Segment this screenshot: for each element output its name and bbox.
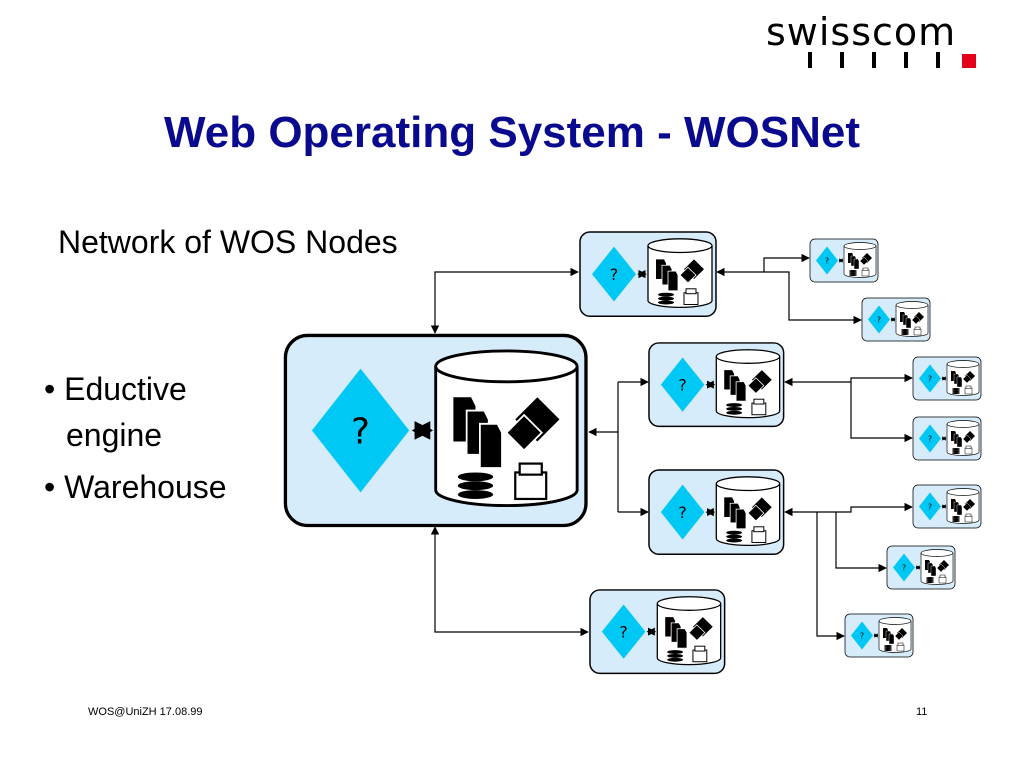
wos-node-bottom: [590, 590, 725, 673]
wos-node-lower: [649, 470, 784, 554]
wos-node-top: [580, 232, 716, 316]
wos-node-small-7: [845, 614, 913, 657]
connection-lines: [430, 253, 913, 641]
wos-node-small-6: [887, 546, 955, 589]
wos-node-main: [285, 335, 586, 525]
slide-title: Web Operating System - WOSNet: [164, 108, 860, 157]
bullet-eductive-cont: engine: [66, 417, 163, 453]
swisscom-logo: swisscom: [760, 8, 982, 68]
bullet-eductive: • Eductive: [44, 371, 187, 407]
wos-node-small-1: [810, 239, 878, 282]
wos-node-mid: [649, 343, 784, 426]
wos-node-small-2: [862, 298, 930, 341]
logo-wordmark: swisscom: [766, 10, 957, 54]
footer-source: WOS@UniZH 17.08.99: [88, 706, 203, 718]
wos-node-small-5: [913, 485, 981, 528]
wos-node-small-3: [913, 357, 981, 400]
footer-page-number: 11: [916, 706, 928, 718]
bullet-warehouse: • Warehouse: [44, 469, 227, 505]
slide-subtitle: Network of WOS Nodes: [58, 224, 398, 260]
wos-node-small-4: [913, 417, 981, 460]
logo-bars-icon: [808, 52, 976, 68]
